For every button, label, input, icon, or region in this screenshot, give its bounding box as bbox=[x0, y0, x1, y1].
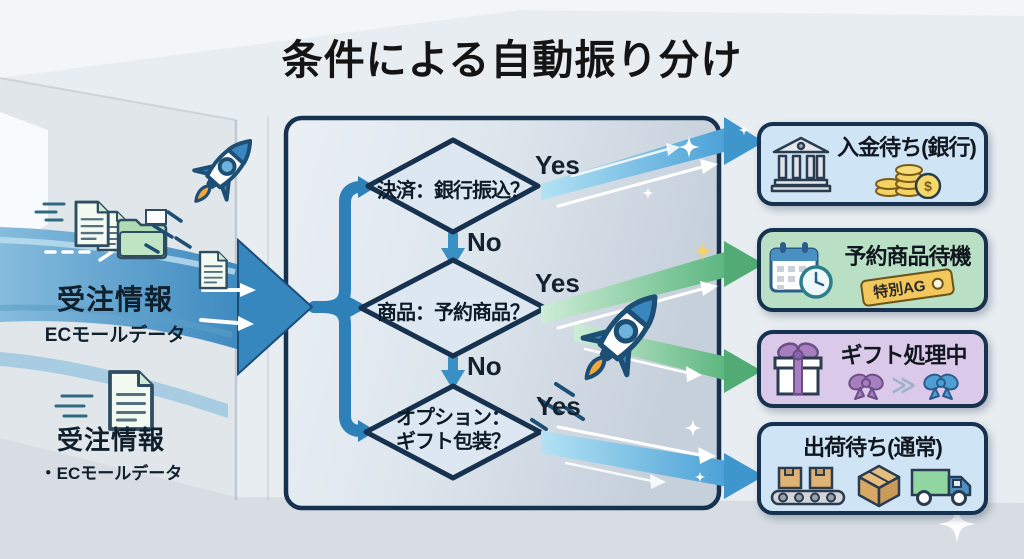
outcome-label: ギフト処理中 bbox=[840, 342, 967, 368]
source-subtitle: ・ECモールデータ bbox=[39, 464, 183, 483]
source-label-bottom: 受注情報 ・ECモールデータ bbox=[18, 420, 204, 484]
source-title: 受注情報 bbox=[56, 284, 173, 315]
bank-icon bbox=[770, 136, 832, 193]
source-subtitle: ECモールデータ bbox=[44, 325, 186, 346]
document-icon bbox=[74, 200, 110, 248]
outcome-label: 予約商品待機 bbox=[844, 244, 971, 269]
special-tag: 特別AG bbox=[859, 267, 956, 308]
box-icon bbox=[857, 464, 900, 507]
entry-arrow bbox=[44, 237, 314, 377]
page-title: 条件による自動振り分け bbox=[281, 37, 743, 83]
gift-icon bbox=[773, 342, 823, 396]
chevron-right-icon: ≫ bbox=[890, 371, 917, 399]
decision-1-diamond bbox=[365, 137, 541, 235]
truck-icon bbox=[910, 468, 971, 506]
rocket-icon bbox=[144, 124, 269, 254]
outcome-label: 出荷待ち(通常) bbox=[803, 434, 943, 460]
bow-blue-icon bbox=[923, 373, 959, 400]
source-title: 受注情報 bbox=[56, 425, 165, 455]
yes-label-1: Yes bbox=[535, 150, 580, 180]
beam-accent-arrowheads bbox=[650, 143, 718, 489]
yes-label-2: Yes bbox=[535, 268, 580, 298]
decision-diamonds bbox=[358, 137, 548, 481]
svg-text:$: $ bbox=[924, 178, 932, 194]
tag-hole bbox=[930, 276, 945, 291]
calendar-clock-icon bbox=[769, 242, 833, 299]
outcome-box-payment-wait: 入金待ち(銀行) $ bbox=[757, 122, 988, 206]
rocket-icon bbox=[530, 279, 677, 431]
decision-3-diamond bbox=[363, 383, 543, 481]
no-label-1: No bbox=[467, 227, 502, 257]
yes-label-3: Yes bbox=[536, 391, 581, 421]
conveyor-icon bbox=[770, 466, 845, 505]
outcome-box-reserved-standby: 予約商品待機 特別AG bbox=[757, 228, 988, 312]
decision-1-question: 決済：銀行振込？ bbox=[377, 180, 530, 202]
outcome-label: 入金待ち(銀行) bbox=[837, 134, 977, 160]
outcome-box-shipping-wait: 出荷待ち(通常) bbox=[757, 422, 988, 515]
no-label-2: No bbox=[467, 351, 502, 381]
tag-text: 特別AG bbox=[872, 277, 927, 302]
speed-lines bbox=[34, 202, 94, 418]
bow-purple-icon bbox=[848, 373, 884, 400]
coins-icon: $ bbox=[874, 163, 941, 199]
outcome-box-gift-processing: ギフト処理中 ≫ bbox=[757, 330, 988, 408]
branch-connectors bbox=[308, 181, 366, 437]
source-label-top: 受注情報 ECモールデータ bbox=[22, 278, 208, 347]
decision-2-question: 商品：予約商品？ bbox=[377, 302, 530, 324]
decision-3-question: オプション： ギフト包装？ bbox=[396, 407, 511, 453]
